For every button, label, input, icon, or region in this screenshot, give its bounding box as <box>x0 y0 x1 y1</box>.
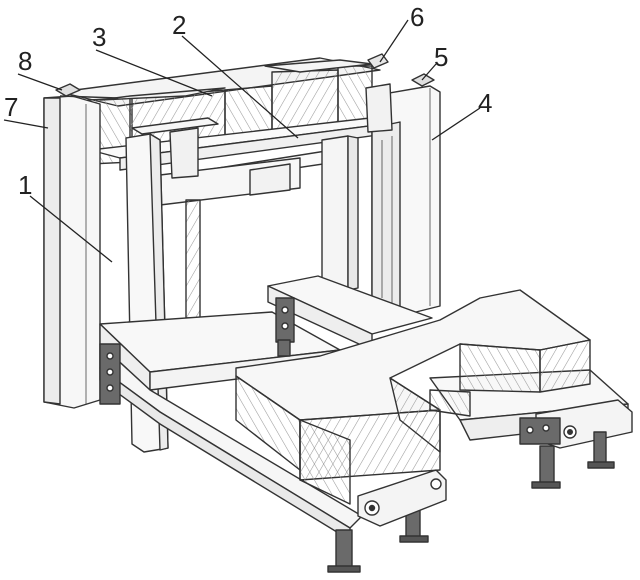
leader-3 <box>95 49 213 97</box>
leader-1 <box>29 195 113 263</box>
callout-1: 1 <box>18 170 32 200</box>
callout-labels: 1 2 3 4 5 6 7 8 <box>4 2 492 200</box>
leader-5 <box>421 63 437 81</box>
leader-lines <box>3 19 481 263</box>
front-board-stack <box>235 289 591 505</box>
back-conveyor <box>267 275 433 357</box>
callout-8: 8 <box>18 46 32 76</box>
leader-7 <box>3 119 49 129</box>
leader-2 <box>181 35 299 139</box>
callout-4: 4 <box>478 88 492 118</box>
callout-7: 7 <box>4 92 18 122</box>
callout-5: 5 <box>434 42 448 72</box>
callout-6: 6 <box>410 2 424 32</box>
gantry-frame <box>43 85 441 453</box>
leader-6 <box>379 19 409 63</box>
leader-8 <box>17 73 63 91</box>
leader-4 <box>431 107 481 141</box>
gantry-heads <box>55 53 435 133</box>
callout-2: 2 <box>172 10 186 40</box>
callout-3: 3 <box>92 22 106 52</box>
